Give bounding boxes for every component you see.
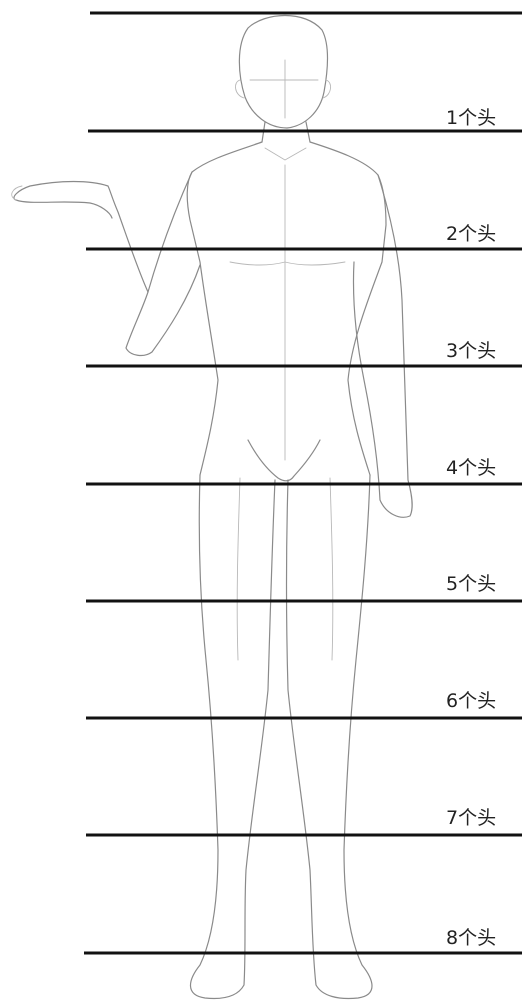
head-count-labels: 1个头 2个头 3个头 4个头 5个头 6个头 7个头 8个头: [446, 107, 496, 949]
torso-right: [309, 141, 387, 476]
label-3-head: 3个头: [446, 340, 496, 362]
label-4-head: 4个头: [446, 457, 496, 479]
left-arm-upper: [125, 171, 201, 357]
collar: [264, 147, 307, 161]
right-leg-inner: [329, 477, 334, 661]
face-guide: [249, 59, 319, 119]
torso-left: [186, 141, 263, 476]
label-8-head: 8个头: [446, 927, 496, 949]
right-arm: [352, 174, 413, 518]
left-leg-inner: [236, 477, 241, 661]
label-1-head: 1个头: [446, 107, 496, 129]
guide-lines: [84, 11, 522, 955]
left-leg-outer: [189, 474, 276, 1000]
ear-right: [322, 79, 331, 99]
right-leg-outer: [285, 474, 373, 1000]
pelvis: [247, 439, 321, 482]
ear-left: [235, 79, 245, 99]
label-2-head: 2个头: [446, 223, 496, 245]
label-7-head: 7个头: [446, 807, 496, 829]
left-hand: [11, 185, 23, 201]
left-forearm: [13, 180, 149, 293]
label-5-head: 5个头: [446, 573, 496, 595]
chest-line: [229, 261, 346, 266]
head-outline: [238, 14, 329, 129]
figure-sketch: [11, 14, 413, 1000]
label-6-head: 6个头: [446, 690, 496, 712]
